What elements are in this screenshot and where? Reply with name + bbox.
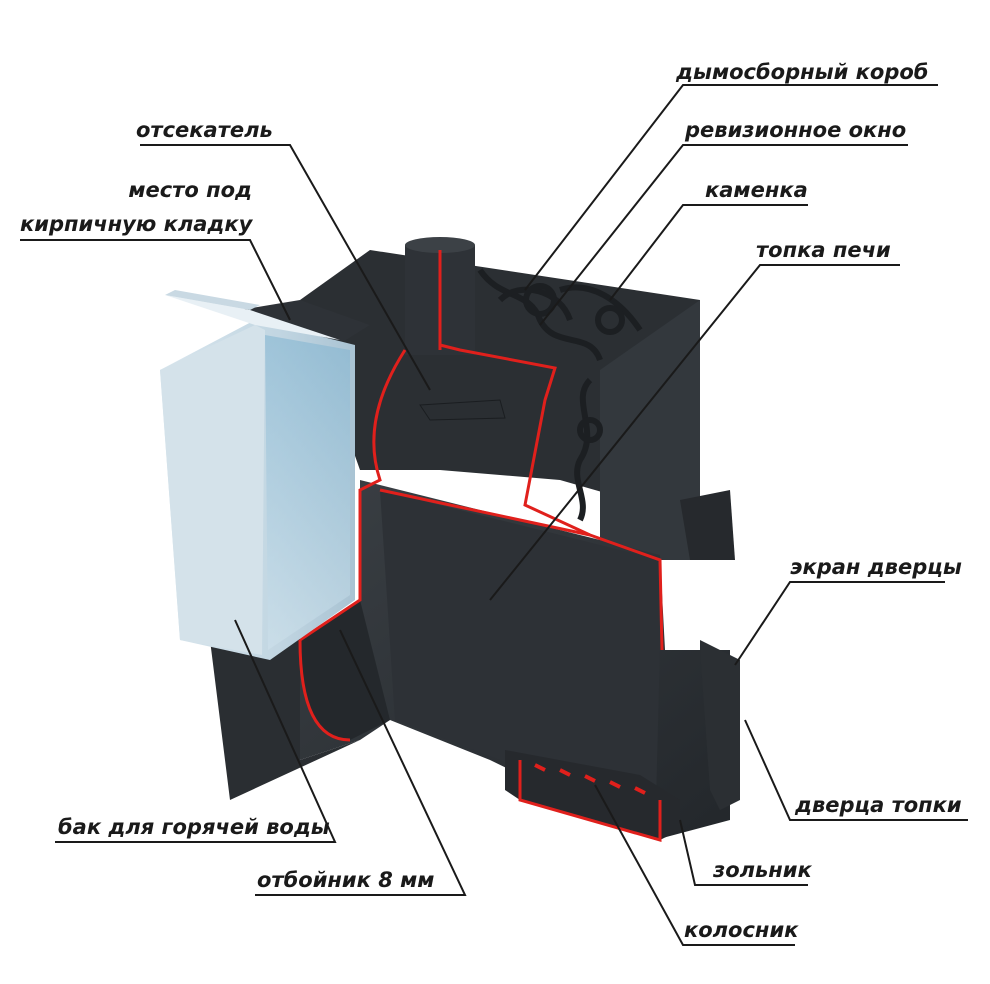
label-ash-pan: зольник [713, 858, 812, 882]
label-grate: колосник [684, 918, 799, 942]
label-inspection-window: ревизионное окно [685, 118, 907, 142]
label-brick-place-line2: кирпичную кладку [20, 212, 253, 236]
grate-bars [534, 763, 646, 795]
leader-lines [20, 84, 968, 946]
label-door-screen: экран дверцы [790, 555, 962, 579]
label-hot-water-tank: бак для горячей воды [58, 815, 330, 839]
hot-water-tank [160, 290, 355, 660]
label-brick-place-line1: место под [128, 178, 252, 202]
label-firebox: топка печи [756, 238, 891, 262]
label-firebox-door: дверца топки [795, 793, 962, 817]
label-cutter: отсекатель [136, 118, 273, 142]
label-deflector: отбойник 8 мм [257, 868, 435, 892]
ash-pan [505, 750, 680, 842]
firebox-door [680, 490, 740, 810]
cutter-shelf [419, 399, 506, 421]
label-heater: каменка [705, 178, 808, 202]
label-smoke-box: дымосборный короб [676, 60, 929, 84]
